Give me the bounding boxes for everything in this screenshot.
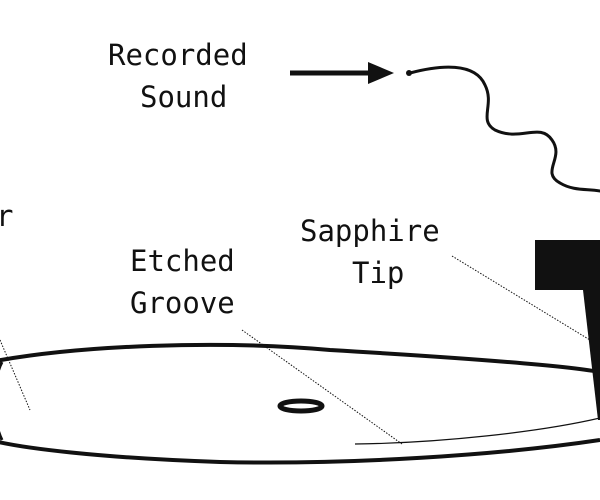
spindle-hole [277,398,325,414]
label-recorded-line1: Recorded [108,38,248,72]
record-disc-left-edge [0,361,4,441]
sound-wire [409,65,600,193]
label-etched-line1: Etched [130,244,235,278]
label-left-partial: r [0,199,13,233]
stylus-needle [583,290,600,420]
cartridge-block [535,240,600,290]
label-sapphire-line1: Sapphire [300,214,440,248]
label-sapphire-line2: Tip [352,256,404,290]
label-etched-line2: Groove [130,286,235,320]
label-recorded-line2: Sound [140,80,227,114]
left-label-leader [0,339,31,411]
record-disc [0,342,600,465]
etched-groove [354,417,600,445]
sound-wire-end [406,70,412,76]
arrow-head [368,62,394,84]
